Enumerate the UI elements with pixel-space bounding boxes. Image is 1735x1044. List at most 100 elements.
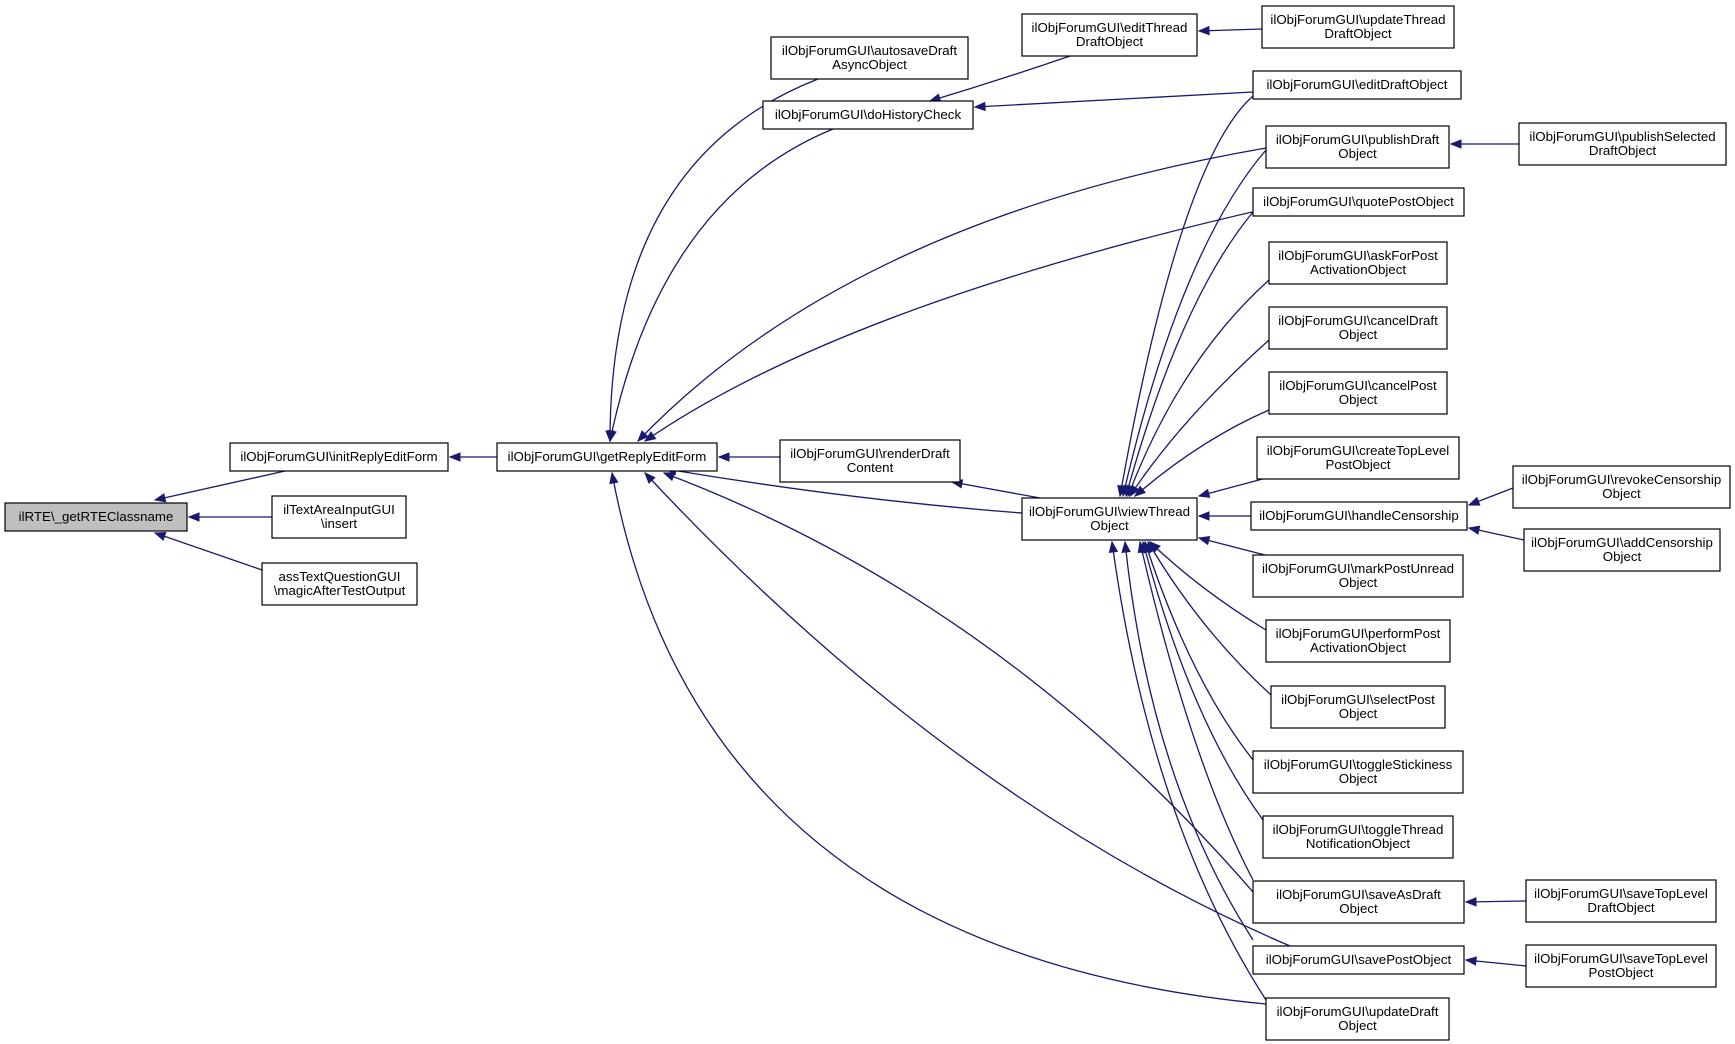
edge-markPostUnread-to-viewThread (1197, 536, 1266, 556)
node-box[interactable] (496, 442, 718, 472)
node-magicAfterTestOutput[interactable]: assTextQuestionGUI\magicAfterTestOutput (261, 562, 418, 606)
edge-line (1125, 211, 1254, 497)
arrow-head-icon (1197, 488, 1211, 498)
node-box[interactable] (1268, 371, 1448, 415)
node-box[interactable] (1252, 70, 1462, 100)
node-label: ilObjForumGUI\getReplyEditForm (508, 449, 707, 464)
node-box[interactable] (1268, 241, 1448, 285)
edge-createTopLevelPost-to-viewThread (1197, 476, 1271, 498)
node-box[interactable] (1252, 945, 1465, 975)
node-performPostActivation[interactable]: ilObjForumGUI\performPostActivationObjec… (1265, 619, 1451, 663)
edge-line (1149, 541, 1267, 631)
node-box[interactable] (229, 442, 449, 472)
node-label: ilObjForumGUI\toggleThread (1273, 822, 1444, 837)
node-box[interactable] (1252, 554, 1464, 598)
node-label: Object (1339, 706, 1378, 721)
node-label: ilObjForumGUI\initReplyEditForm (240, 449, 437, 464)
node-label: DraftObject (1076, 34, 1144, 49)
node-box[interactable] (1021, 13, 1198, 57)
edge-handleCensorship-to-viewThread (1197, 511, 1251, 521)
node-box[interactable] (762, 100, 974, 130)
edge-line (644, 199, 1306, 442)
node-box[interactable] (770, 36, 969, 80)
node-handleCensorship[interactable]: ilObjForumGUI\handleCensorship (1250, 501, 1468, 531)
edge-initReplyEditForm-to-root (153, 470, 286, 503)
node-box[interactable] (1265, 997, 1450, 1041)
arrow-head-icon (1121, 540, 1131, 553)
node-box[interactable] (1261, 5, 1455, 49)
edge-quotePost-to-getReplyEditForm (643, 199, 1306, 442)
node-label: ilObjForumGUI\performPost (1276, 626, 1441, 641)
edge-revokeCensorship-to-handleCensorship (1467, 487, 1514, 506)
node-box[interactable] (261, 562, 418, 606)
node-label: DraftObject (1589, 143, 1657, 158)
node-savePost[interactable]: ilObjForumGUI\savePostObject (1252, 945, 1465, 975)
node-box[interactable] (1268, 306, 1448, 350)
node-label: ilObjForumGUI\revokeCensorship (1522, 472, 1722, 487)
node-label: ilObjForumGUI\editThread (1032, 20, 1188, 35)
node-quotePost[interactable]: ilObjForumGUI\quotePostObject (1252, 187, 1465, 217)
node-label: ilObjForumGUI\doHistoryCheck (775, 107, 962, 122)
node-toggleThreadNotification[interactable]: ilObjForumGUI\toggleThreadNotificationOb… (1262, 815, 1454, 859)
arrow-head-icon (643, 431, 657, 442)
node-box[interactable] (1252, 880, 1465, 924)
node-box[interactable] (1250, 501, 1468, 531)
node-initReplyEditForm[interactable]: ilObjForumGUI\initReplyEditForm (229, 442, 449, 472)
node-box[interactable] (271, 495, 407, 539)
node-doHistoryCheck[interactable]: ilObjForumGUI\doHistoryCheck (762, 100, 974, 130)
node-box[interactable] (1270, 685, 1446, 729)
node-box[interactable] (1265, 125, 1450, 169)
arrow-head-icon (1464, 956, 1477, 966)
node-box[interactable] (1262, 815, 1454, 859)
arrow-head-icon (448, 452, 461, 462)
edge-line (1144, 541, 1254, 761)
node-root[interactable]: ilRTE\_getRTEClassname (4, 502, 188, 532)
node-box[interactable] (1512, 465, 1731, 509)
node-label: ilObjForumGUI\askForPost (1278, 248, 1438, 263)
node-box[interactable] (4, 502, 188, 532)
node-box[interactable] (1021, 497, 1198, 541)
node-box[interactable] (1256, 436, 1460, 480)
node-textAreaInsert[interactable]: ilTextAreaInputGUI\insert (271, 495, 407, 539)
node-box[interactable] (1252, 187, 1465, 217)
edge-line (1119, 95, 1254, 497)
node-getReplyEditForm[interactable]: ilObjForumGUI\getReplyEditForm (496, 442, 718, 472)
node-box[interactable] (779, 439, 961, 483)
node-box[interactable] (1518, 122, 1727, 166)
node-box[interactable] (1523, 528, 1721, 572)
node-label: ilObjForumGUI\createTopLevel (1267, 443, 1450, 458)
node-box[interactable] (1525, 879, 1717, 923)
node-box[interactable] (1265, 619, 1451, 663)
edge-savePost-to-viewThread (1121, 540, 1254, 941)
edge-doHistoryCheck-to-getReplyEditForm (607, 128, 834, 443)
node-box[interactable] (1525, 944, 1717, 988)
edge-line (665, 468, 1023, 514)
node-box[interactable] (1252, 750, 1464, 794)
node-label: Content (847, 460, 894, 475)
edge-line (1139, 541, 1254, 881)
node-label: ilObjForumGUI\saveTopLevel (1534, 886, 1708, 901)
edges-layer (153, 25, 1527, 1005)
edge-saveAsDraft-to-getReplyEditForm (662, 472, 1254, 893)
node-editDraft[interactable]: ilObjForumGUI\editDraftObject (1252, 70, 1462, 100)
